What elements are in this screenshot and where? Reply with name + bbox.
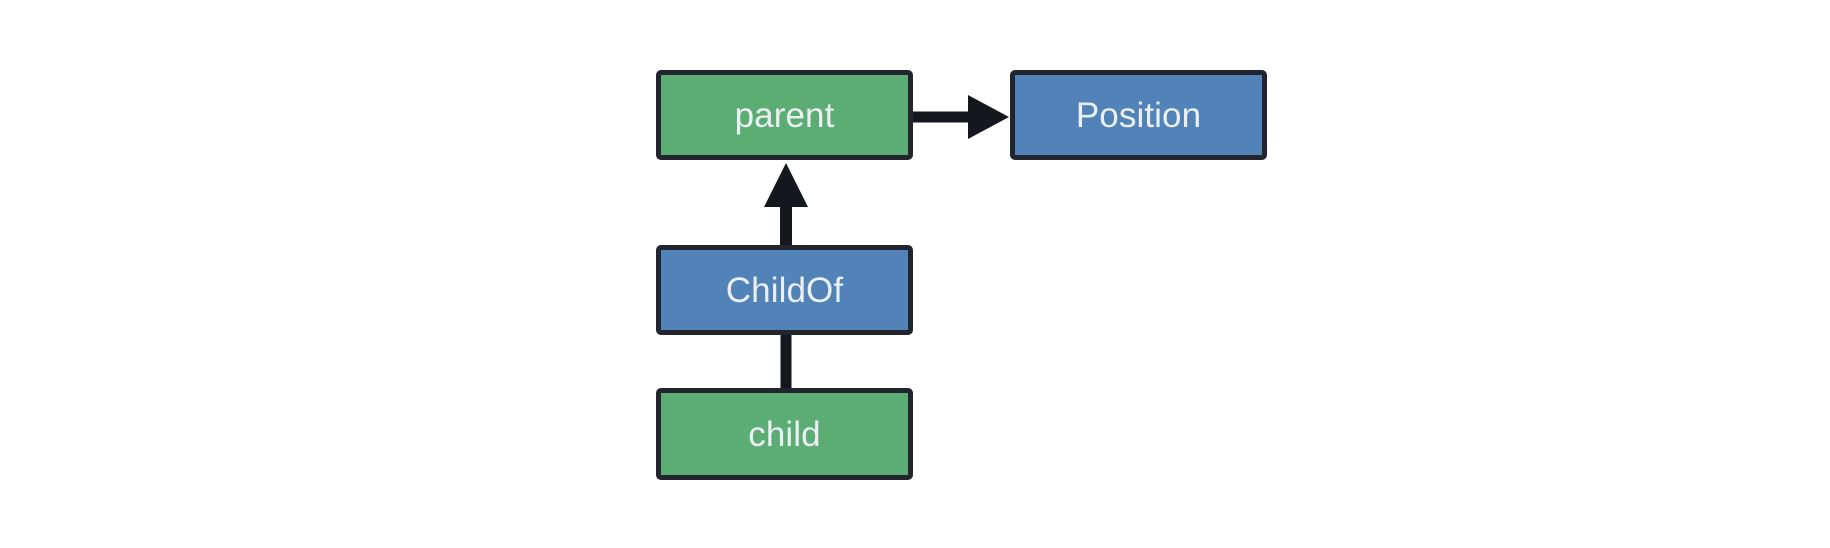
node-position-label: Position [1075,95,1202,135]
edge-childof-to-parent-arrowhead [764,163,808,207]
edge-parent-to-position [913,95,1009,139]
node-parent[interactable]: parent [656,70,913,160]
edge-childof-to-parent [764,163,808,245]
node-childof-label: ChildOf [725,270,844,310]
node-child-label: child [748,414,821,454]
node-position[interactable]: Position [1010,70,1267,160]
node-parent-label: parent [734,95,835,135]
node-child[interactable]: child [656,388,913,480]
edge-parent-to-position-arrowhead [968,95,1009,139]
node-childof[interactable]: ChildOf [656,245,913,335]
